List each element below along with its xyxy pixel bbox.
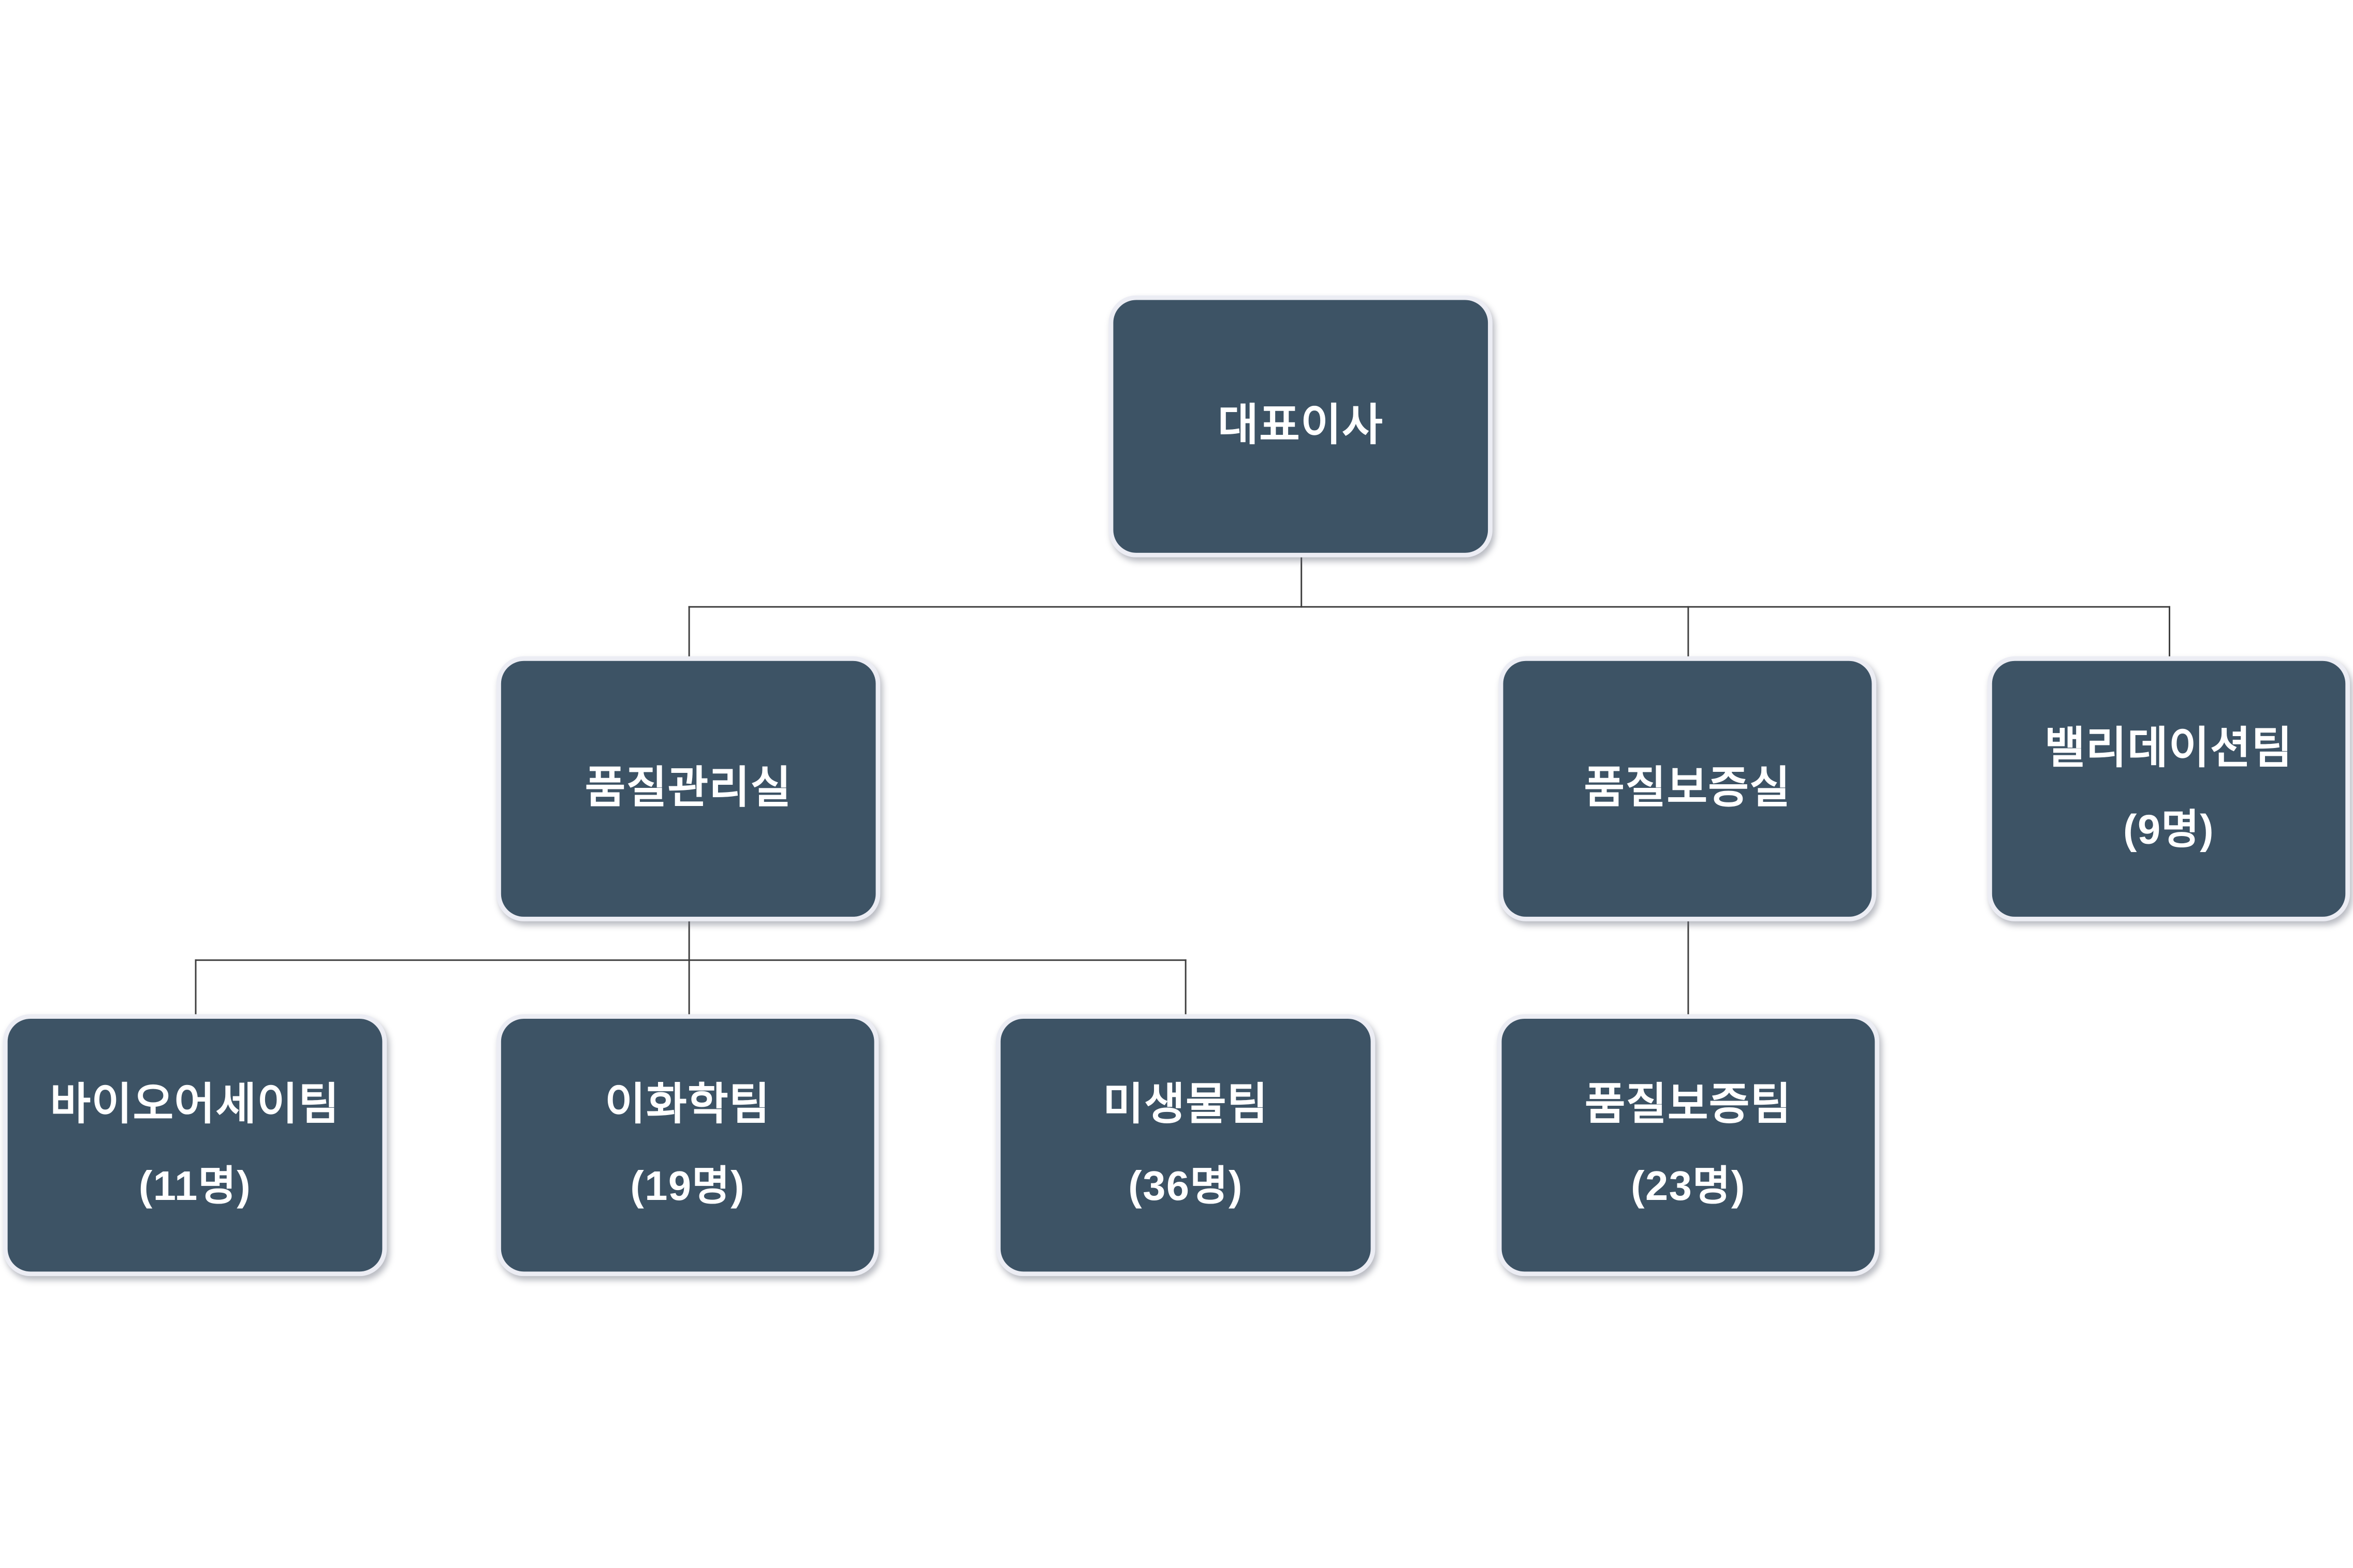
org-node-quality-assurance-team: 품질보증팀 (23명) — [1497, 1014, 1880, 1277]
connector-ceo-down — [1299, 557, 1302, 608]
org-node-validation-team-label: 밸리데이션팀 — [2044, 724, 2293, 773]
connector-qc-bottom — [688, 921, 691, 1016]
org-node-ceo: 대표이사 — [1108, 295, 1493, 558]
org-node-bioassay-team-label: 바이오어세이팀 — [50, 1080, 340, 1130]
connector-qa-bottom — [1686, 921, 1689, 1016]
org-node-quality-control-office: 품질관리실 — [496, 656, 881, 921]
connector-qa-top — [1686, 606, 1689, 658]
org-node-bioassay-team-headcount: (11명) — [138, 1163, 252, 1209]
org-node-physicochemistry-team-headcount: (19명) — [630, 1163, 746, 1209]
org-node-microbiology-team-headcount: (36명) — [1128, 1163, 1243, 1209]
org-node-quality-assurance-team-headcount: (23명) — [1631, 1163, 1746, 1209]
org-node-quality-assurance-office-label: 품질보증실 — [1584, 764, 1791, 813]
connector-bio-top — [195, 958, 197, 1016]
connector-qc-top — [688, 606, 691, 658]
org-node-physicochemistry-team: 이화학팀 (19명) — [496, 1014, 879, 1277]
org-node-quality-assurance-office: 품질보증실 — [1498, 656, 1877, 921]
org-node-microbiology-team-label: 미생물팀 — [1103, 1080, 1269, 1130]
org-node-validation-team: 밸리데이션팀 (9명) — [1987, 656, 2350, 921]
org-node-ceo-label: 대표이사 — [1218, 401, 1384, 451]
org-node-microbiology-team: 미생물팀 (36명) — [996, 1014, 1376, 1277]
org-node-bioassay-team: 바이오어세이팀 (11명) — [3, 1014, 387, 1277]
org-node-validation-team-headcount: (9명) — [2123, 807, 2215, 853]
org-node-physicochemistry-team-label: 이화학팀 — [605, 1080, 771, 1130]
org-node-quality-assurance-team-label: 품질보증팀 — [1585, 1080, 1792, 1130]
connector-top-horizontal — [688, 606, 2170, 608]
org-node-quality-control-office-label: 품질관리실 — [584, 764, 792, 813]
connector-micro-top — [1185, 958, 1187, 1016]
connector-mid-horizontal — [195, 958, 1187, 961]
connector-val-top — [2168, 606, 2170, 658]
